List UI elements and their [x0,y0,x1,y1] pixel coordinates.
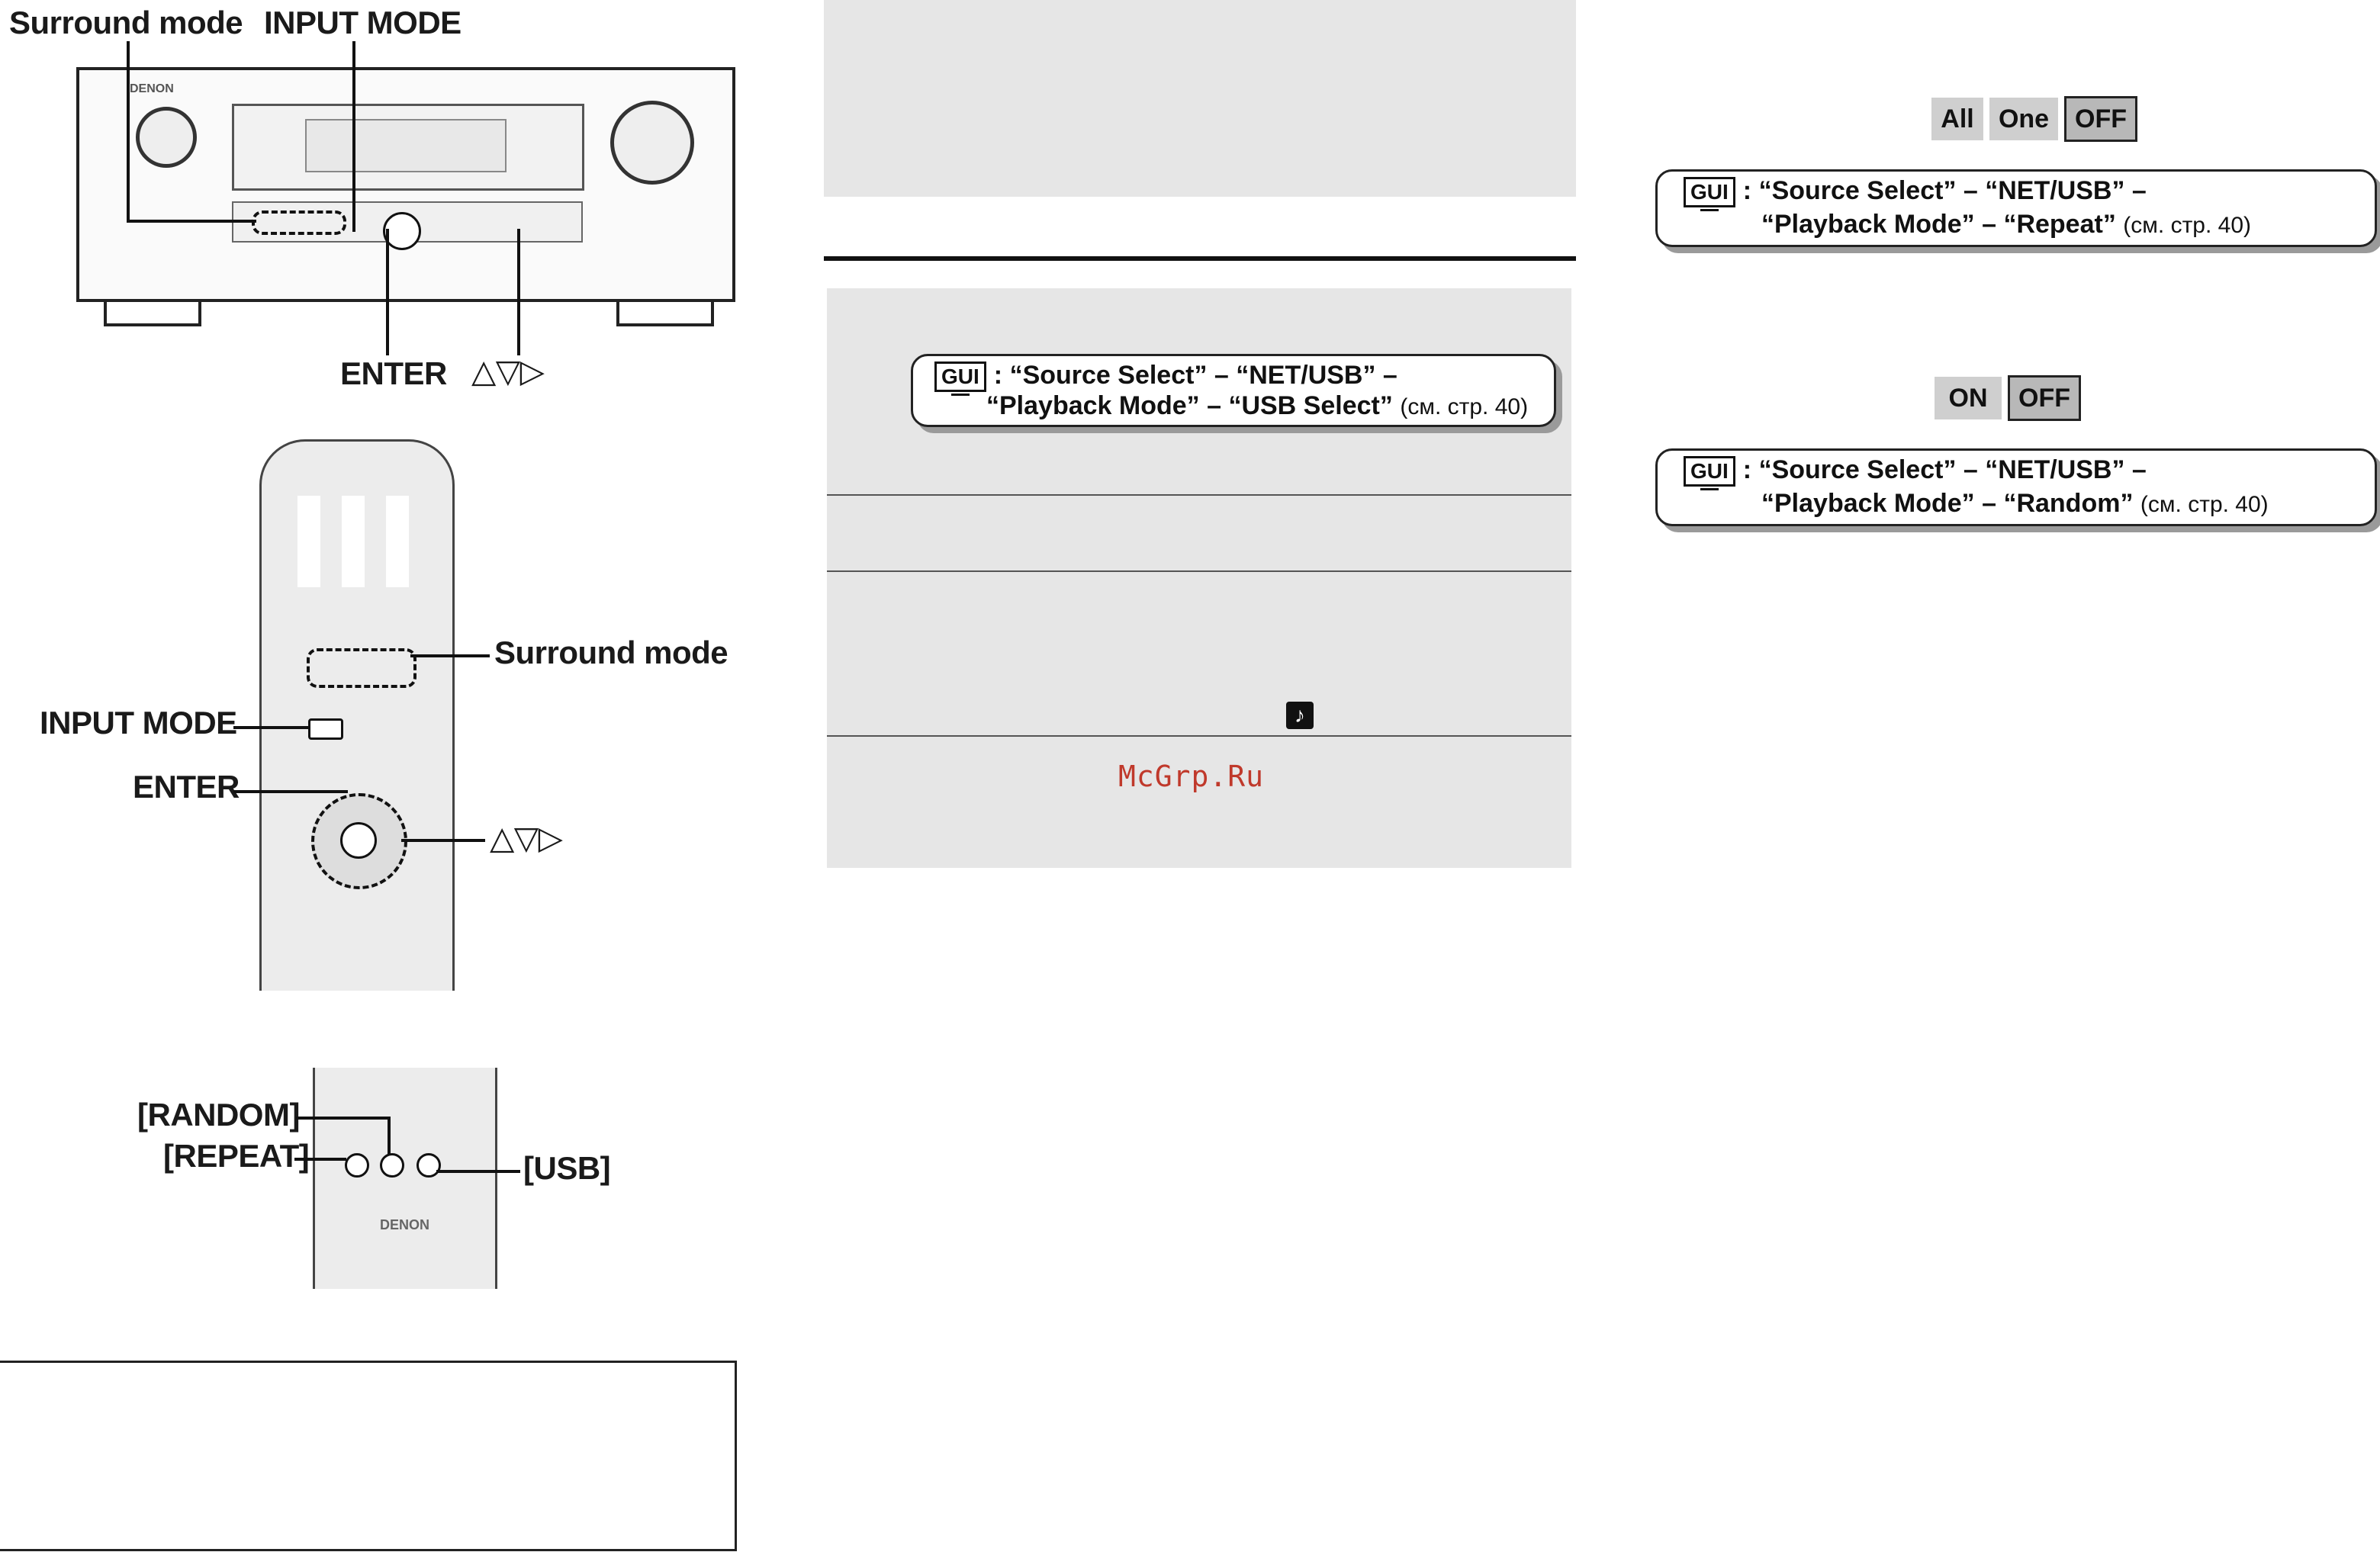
gui-random-line1: “Source Select” – “NET/USB” – [1758,455,2147,484]
gui-random-line2: “Playback Mode” – “Random” [1761,489,2134,518]
watermark: McGrp.Ru [1118,760,1265,793]
callout-line-remote-surround [410,654,490,657]
callout-line-enter-v [386,229,389,355]
label-input-mode-remote: INPUT MODE [40,705,237,741]
label-surround-mode-remote: Surround mode [494,635,728,670]
foot-left [104,299,201,326]
remote-input-button [308,718,343,740]
label-input-mode-top: INPUT MODE [264,5,462,40]
music-note-icon: ♪ [1286,702,1314,729]
label-repeat: [REPEAT] [163,1138,310,1174]
random-option-off[interactable]: OFF [2008,375,2081,421]
remote-button-grid [298,496,412,587]
note-box [0,1361,737,1551]
callout-line-surround-v [127,41,130,223]
gui-random-ref: (см. стр. 40) [2140,492,2269,517]
label-random: [RANDOM] [137,1097,300,1133]
label-usb: [USB] [523,1150,611,1186]
foot-right [616,299,714,326]
surround-mode-buttons-highlight [252,210,346,235]
info-panel-top [824,0,1576,197]
label-arrows-remote: △▽▷ [490,820,563,856]
gui-repeat-ref: (см. стр. 40) [2123,213,2252,238]
callout-line-usb [436,1170,520,1173]
label-surround-mode-top: Surround mode [9,5,243,40]
gui-repeat-line1: “Source Select” – “NET/USB” – [1758,176,2147,205]
gui-usb-select-line2: “Playback Mode” – “USB Select” [986,391,1393,420]
gui-icon: GUI [934,361,986,396]
settings-row-divider-3 [827,735,1571,737]
callout-line-remote-arrows [401,839,485,842]
callout-line-surround-h [127,220,256,223]
label-arrows-top: △▽▷ [471,353,545,389]
receiver-display-window [305,119,507,172]
gui-repeat-line2: “Playback Mode” – “Repeat” [1761,210,2116,239]
random-button [380,1153,404,1178]
gui-icon: GUI [1684,177,1735,211]
label-enter-top: ENTER [340,355,447,391]
gui-path-usb-select: GUI: “Source Select” – “NET/USB” – “Play… [911,354,1556,427]
brand-logo: DENON [130,82,174,95]
callout-line-arrows-v [517,229,520,355]
callout-line-random-v [388,1117,391,1155]
volume-knob-right [610,101,694,185]
receiver-display [232,104,584,191]
enter-dial [383,212,421,250]
callout-line-remote-enter [233,790,348,793]
settings-row-divider-2 [827,570,1571,572]
callout-line-inputmode-v [352,41,355,232]
random-option-on[interactable]: ON [1935,377,2002,419]
remote-enter-button [340,822,377,859]
callout-line-remote-input [233,726,310,729]
section-divider [824,256,1576,261]
callout-line-random-h [296,1117,389,1120]
usb-button [416,1153,441,1178]
gui-path-random: GUI: “Source Select” – “NET/USB” – “Play… [1655,448,2377,526]
gui-usb-select-ref: (см. стр. 40) [1400,394,1529,419]
callout-line-repeat [294,1158,346,1161]
repeat-option-off[interactable]: OFF [2064,96,2137,142]
repeat-button [345,1153,369,1178]
remote-surround-highlight [307,648,416,688]
repeat-option-one[interactable]: One [1989,98,2058,140]
settings-row-divider-1 [827,494,1571,496]
repeat-option-all[interactable]: All [1931,98,1983,140]
gui-path-repeat: GUI: “Source Select” – “NET/USB” – “Play… [1655,169,2377,247]
remote-brand: DENON [380,1217,430,1232]
label-enter-remote: ENTER [133,769,240,805]
volume-knob-left [136,107,197,168]
gui-icon: GUI [1684,456,1735,490]
gui-usb-select-line1: “Source Select” – “NET/USB” – [1009,361,1397,390]
